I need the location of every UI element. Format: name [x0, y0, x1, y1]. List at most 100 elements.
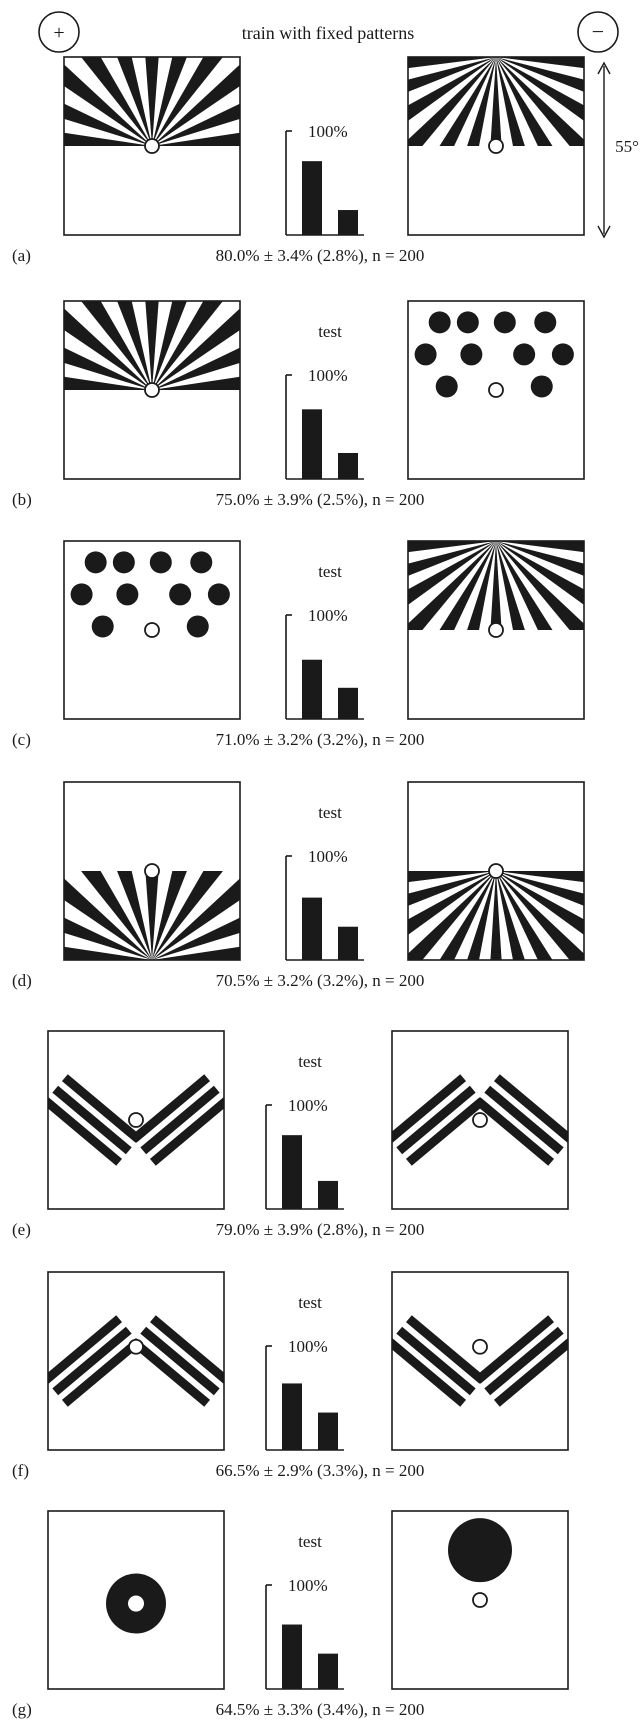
- target-dot: [488, 622, 504, 638]
- fan-wedge: [81, 57, 152, 146]
- black-disc: [207, 583, 230, 606]
- bar-negative: [338, 453, 358, 479]
- stripe-bar: [149, 1315, 224, 1384]
- stimulus-frame: [63, 300, 241, 480]
- panel-result: 79.0% ± 3.9% (2.8%), n = 200: [216, 1220, 425, 1239]
- fan-wedge: [467, 871, 496, 960]
- fan-wedge: [64, 946, 152, 960]
- pattern-stripes-v-dot-above: [392, 1315, 568, 1407]
- black-disc: [116, 583, 139, 606]
- black-disc: [551, 343, 574, 366]
- bar-negative: [338, 926, 358, 960]
- black-disc: [186, 615, 209, 638]
- panel-letter: (d): [12, 971, 32, 990]
- angle-label: 55°: [615, 137, 639, 156]
- panel-letter: (a): [12, 246, 31, 265]
- right-stimulus: [407, 540, 585, 720]
- fan-wedge: [408, 871, 496, 935]
- stripe-set: [474, 1074, 568, 1166]
- pattern-dots: [70, 551, 230, 638]
- fan-wedge: [408, 871, 496, 883]
- fan-wedge: [64, 64, 152, 146]
- stripe-bar: [48, 1315, 123, 1384]
- fan-wedge: [439, 871, 496, 960]
- stripe-bar: [484, 1085, 564, 1155]
- fan-wedge: [152, 132, 240, 146]
- stripe-set: [474, 1315, 568, 1407]
- target-dot: [144, 138, 160, 154]
- fan-wedge: [152, 946, 240, 960]
- fan-wedge: [117, 57, 152, 146]
- upper-mask: [64, 782, 240, 871]
- pattern-dots: [414, 311, 574, 398]
- stripe-bar: [474, 1097, 555, 1166]
- fan-wedge: [496, 57, 584, 69]
- test-label: test: [298, 1532, 322, 1551]
- fan-wedge: [496, 57, 584, 92]
- black-disc: [534, 311, 557, 334]
- stripe-bar: [493, 1338, 568, 1407]
- black-disc: [435, 375, 458, 398]
- bar-negative: [318, 1653, 338, 1689]
- fan-wedge: [152, 347, 240, 390]
- stripe-bar: [396, 1085, 476, 1155]
- stripe-set: [392, 1074, 486, 1166]
- lower-mask: [408, 146, 584, 235]
- pattern-ring: [106, 1573, 166, 1634]
- bar-positive: [282, 1135, 302, 1209]
- left-stimulus: [63, 56, 241, 236]
- stimulus-frame: [47, 1030, 225, 1210]
- fan-wedge: [64, 376, 152, 390]
- stripe-bar: [405, 1315, 486, 1384]
- black-disc: [493, 311, 516, 334]
- fan-wedge: [496, 541, 584, 605]
- fan-wedge: [408, 57, 496, 164]
- test-label: test: [318, 562, 342, 581]
- fan-wedge: [408, 541, 496, 605]
- target-dot: [472, 1112, 488, 1128]
- fan-wedge: [64, 917, 152, 960]
- pct-label: 100%: [288, 1096, 328, 1115]
- bar-positive: [282, 1383, 302, 1450]
- target-dot: [128, 1112, 144, 1128]
- left-stimulus: [63, 781, 241, 961]
- black-disc: [112, 551, 135, 574]
- test-label: test: [318, 803, 342, 822]
- right-stimulus: [407, 781, 585, 961]
- right-stimulus: [407, 300, 585, 480]
- pattern-fan-down: [64, 782, 240, 960]
- fan-wedge: [152, 376, 240, 390]
- stimulus-frame: [63, 56, 241, 236]
- target-dot: [488, 382, 504, 398]
- plus-symbol: +: [53, 22, 64, 44]
- left-stimulus: [63, 540, 241, 720]
- black-disc: [91, 615, 114, 638]
- panel-result: 80.0% ± 3.4% (2.8%), n = 200: [216, 246, 425, 265]
- stripe-bar: [140, 1085, 220, 1155]
- test-label: test: [298, 1293, 322, 1312]
- stripe-bar: [140, 1326, 220, 1396]
- fan-wedge: [152, 57, 223, 146]
- fan-wedge: [496, 871, 584, 960]
- stimulus-frame: [407, 56, 585, 236]
- pattern-big-disc: [448, 1518, 512, 1608]
- stimulus-frame: [63, 540, 241, 720]
- left-stimulus: [47, 1271, 225, 1451]
- right-stimulus: [391, 1510, 569, 1690]
- stimulus-frame: [47, 1271, 225, 1451]
- bar-negative: [338, 210, 358, 235]
- minus-circle-icon: [577, 11, 619, 53]
- fan-wedge: [152, 57, 187, 146]
- fan-wedge: [490, 871, 502, 960]
- fan-wedge: [64, 132, 152, 146]
- pct-label: 100%: [308, 122, 348, 141]
- stripe-bar: [61, 1074, 142, 1143]
- fan-wedge: [64, 347, 152, 390]
- bar-positive: [302, 409, 322, 479]
